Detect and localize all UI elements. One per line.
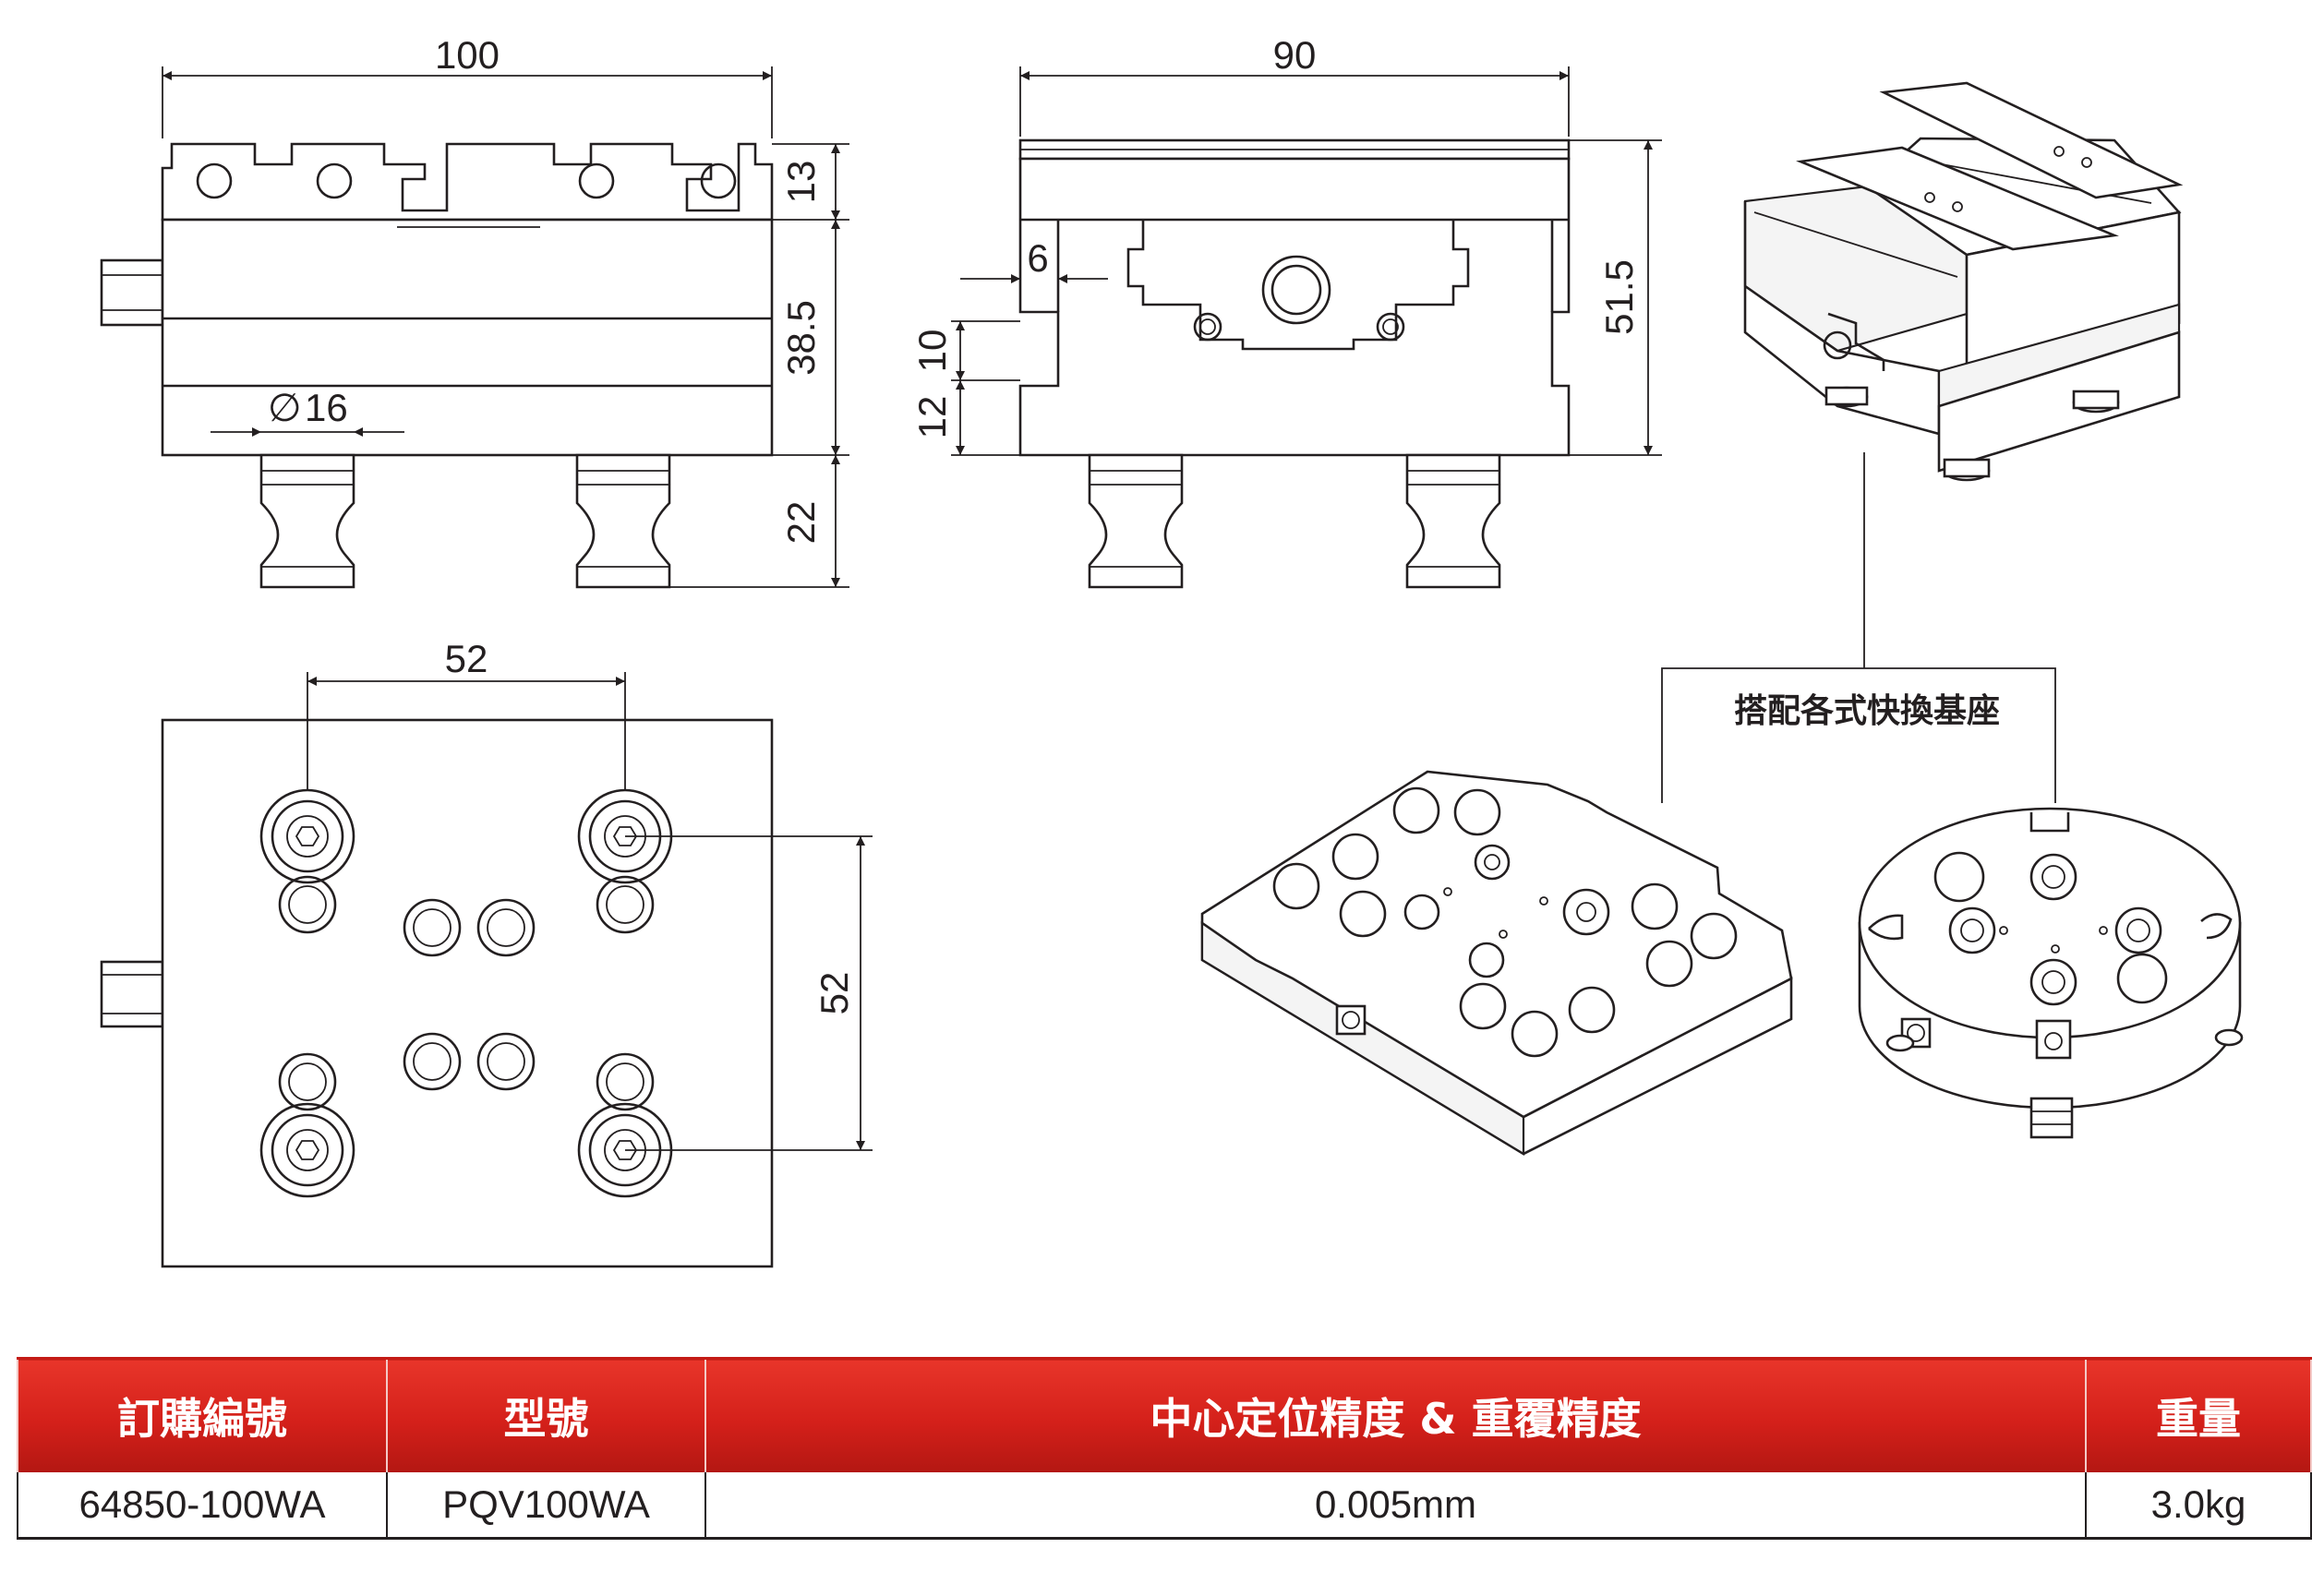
spec-table: 訂購編號 型號 中心定位精度 & 重覆精度 重量 64850-100WA PQV…	[17, 1357, 2312, 1540]
dim-front-body: 38.5	[779, 300, 823, 376]
dim-stud-diameter-symbol: ∅	[268, 386, 302, 429]
bottom-stud-bl	[259, 1102, 355, 1198]
vise-isometric	[1743, 81, 2184, 482]
dim-front-stud: 22	[779, 501, 823, 545]
dim-stud-diameter: 16	[305, 386, 348, 429]
header-model: 型號	[386, 1357, 706, 1472]
bottom-plate	[161, 718, 774, 1268]
round-base	[1858, 807, 2244, 1139]
dim-side-10: 10	[910, 330, 954, 373]
header-weight: 重量	[2085, 1357, 2312, 1472]
front-jaw-profile	[161, 142, 774, 222]
dim-side-slot: 6	[1027, 236, 1048, 280]
front-view: 100 13 38.5 22 ∅ 16	[100, 33, 849, 589]
cell-model: PQV100WA	[386, 1472, 706, 1540]
front-stud-left	[259, 453, 355, 589]
bottom-screws	[278, 875, 655, 1111]
cell-order-number: 64850-100WA	[17, 1472, 388, 1540]
dim-side-width: 90	[1273, 33, 1317, 77]
dim-bottom-spacing-y: 52	[813, 972, 856, 1015]
header-accuracy: 中心定位精度 & 重覆精度	[704, 1357, 2087, 1472]
callout-text: 搭配各式快換基座	[1734, 692, 2000, 730]
cell-accuracy: 0.005mm	[704, 1472, 2087, 1540]
side-body-profile	[1018, 157, 1571, 457]
cell-weight: 3.0kg	[2085, 1472, 2312, 1540]
bottom-handle	[100, 960, 164, 1028]
side-stud-left	[1088, 453, 1184, 589]
table-row: 64850-100WA PQV100WA 0.005mm 3.0kg	[17, 1472, 2312, 1540]
front-handle	[100, 258, 164, 327]
header-order-number: 訂購編號	[17, 1357, 388, 1472]
bottom-view: 52 52	[100, 637, 873, 1268]
side-view: 90 51.5 6 10 12	[910, 33, 1662, 589]
dim-bottom-spacing-x: 52	[445, 637, 488, 680]
side-stud-right	[1405, 453, 1501, 589]
rectangular-base	[1200, 770, 1793, 1156]
technical-drawing: 100 13 38.5 22 ∅ 16	[100, 33, 2244, 1268]
callout: 搭配各式快換基座	[1661, 452, 2056, 803]
front-stud-right	[575, 453, 671, 589]
dim-side-12: 12	[910, 396, 954, 439]
spec-header-row: 訂購編號 型號 中心定位精度 & 重覆精度 重量	[17, 1357, 2312, 1472]
dim-front-top: 13	[779, 161, 823, 204]
front-body	[161, 218, 774, 457]
dim-front-width: 100	[435, 33, 500, 77]
dim-side-height: 51.5	[1597, 259, 1641, 335]
